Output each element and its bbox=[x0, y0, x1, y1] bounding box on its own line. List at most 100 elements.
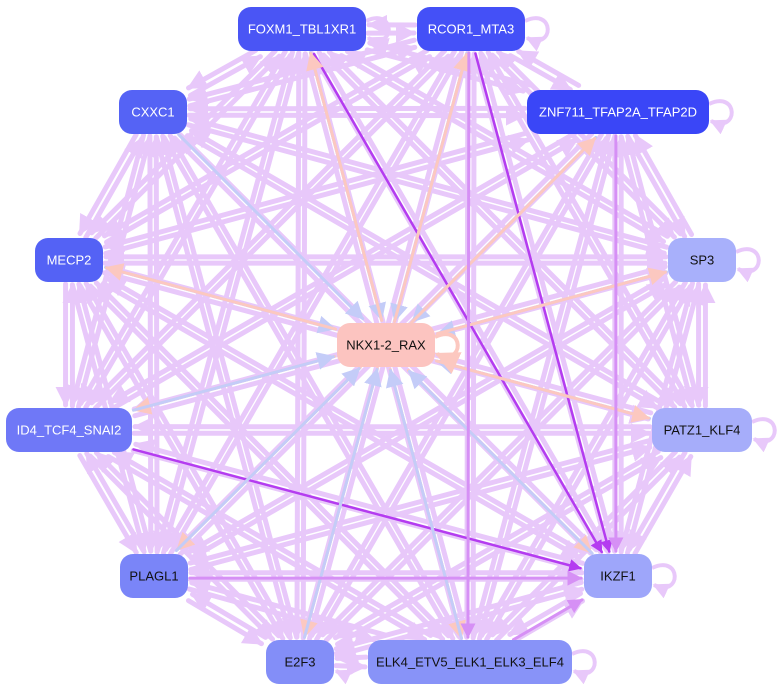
node-box[interactable] bbox=[6, 408, 132, 452]
edge-highlight bbox=[511, 598, 584, 642]
edge-highlight bbox=[410, 136, 597, 324]
node-box[interactable] bbox=[337, 323, 435, 367]
node-foxm1-tbl1xr1[interactable]: FOXM1_TBL1XR1 bbox=[238, 7, 366, 51]
edge-highlight bbox=[177, 133, 365, 321]
edge bbox=[632, 133, 695, 238]
node-label: PLAGL1 bbox=[129, 569, 178, 584]
node-ikzf1[interactable]: IKZF1 bbox=[584, 554, 652, 598]
node-patz1-klf4[interactable]: PATZ1_KLF4 bbox=[652, 408, 752, 452]
nodes: FOXM1_TBL1XR1 RCOR1_MTA3ZNF711_TFAP2A_TFA… bbox=[6, 7, 752, 684]
edge bbox=[632, 453, 694, 556]
node-label: ELK4_ETV5_ELK1_ELK3_ELF4 bbox=[376, 655, 564, 670]
node-label: MECP2 bbox=[47, 253, 92, 268]
edge-highlight bbox=[434, 359, 651, 423]
edge bbox=[484, 283, 693, 642]
self-loop-edge bbox=[751, 417, 777, 453]
node-box[interactable] bbox=[119, 90, 187, 134]
edge bbox=[333, 656, 368, 677]
node-znf711-tfap2a-tfap2d[interactable]: ZNF711_TFAP2A_TFAP2D bbox=[527, 90, 709, 134]
edge bbox=[187, 54, 263, 98]
node-nkx1-2-rax[interactable]: NKX1-2_RAX bbox=[337, 323, 435, 367]
edge bbox=[101, 281, 583, 561]
edge bbox=[334, 647, 369, 668]
edge bbox=[316, 49, 610, 553]
self-loop-edge bbox=[365, 16, 391, 52]
node-box[interactable] bbox=[584, 554, 652, 598]
edge-highlight bbox=[131, 352, 336, 412]
edge bbox=[185, 122, 667, 259]
edge bbox=[188, 281, 669, 561]
edge bbox=[168, 53, 462, 557]
edge bbox=[188, 442, 653, 573]
node-sp3[interactable]: SP3 bbox=[668, 238, 736, 282]
self-loop-edge bbox=[651, 563, 677, 599]
edge-highlight bbox=[174, 367, 361, 553]
edge-highlight bbox=[436, 267, 668, 336]
node-box[interactable] bbox=[35, 238, 103, 282]
node-box[interactable] bbox=[417, 7, 525, 51]
edge bbox=[111, 449, 434, 638]
node-box[interactable] bbox=[652, 408, 752, 452]
edge bbox=[103, 134, 531, 256]
edge-highlight bbox=[104, 263, 338, 331]
node-label: NKX1-2_RAX bbox=[346, 338, 426, 353]
edge bbox=[294, 51, 315, 641]
edge bbox=[103, 54, 433, 245]
edge bbox=[190, 591, 269, 640]
self-loop-edge bbox=[735, 247, 761, 283]
edge bbox=[104, 275, 586, 555]
node-box[interactable] bbox=[238, 7, 366, 51]
self-loop-edge bbox=[333, 649, 359, 685]
node-label: PATZ1_KLF4 bbox=[664, 423, 741, 438]
node-e2f3[interactable]: E2F3 bbox=[266, 640, 334, 684]
edge bbox=[189, 128, 666, 406]
node-box[interactable] bbox=[368, 640, 572, 684]
node-cxxc1[interactable]: CXXC1 bbox=[119, 90, 187, 134]
node-box[interactable] bbox=[120, 554, 188, 598]
node-mecp2[interactable]: MECP2 bbox=[35, 238, 103, 282]
node-box[interactable] bbox=[266, 640, 334, 684]
edge-highlight bbox=[474, 52, 613, 553]
edge bbox=[287, 50, 308, 640]
edge-highlight bbox=[407, 369, 594, 555]
edge bbox=[189, 577, 389, 638]
node-label: CXXC1 bbox=[131, 105, 174, 120]
edge-highlight bbox=[302, 367, 382, 639]
edge bbox=[476, 135, 620, 642]
highlight-edges bbox=[104, 50, 669, 642]
edge bbox=[333, 448, 661, 641]
edge bbox=[161, 52, 304, 556]
self-loop-edge bbox=[708, 99, 734, 135]
edge-highlight bbox=[306, 51, 384, 322]
edge-highlight bbox=[132, 448, 582, 572]
node-box[interactable] bbox=[527, 90, 709, 134]
edge bbox=[516, 48, 582, 88]
edge bbox=[187, 275, 668, 555]
edge bbox=[186, 586, 377, 645]
edge bbox=[157, 133, 300, 640]
edge bbox=[167, 133, 462, 640]
edge bbox=[109, 137, 580, 412]
edge bbox=[475, 50, 618, 554]
node-label: E2F3 bbox=[284, 655, 315, 670]
edge-highlight bbox=[385, 368, 464, 641]
self-loops bbox=[333, 16, 777, 685]
node-label: SP3 bbox=[690, 253, 715, 268]
node-label: IKZF1 bbox=[600, 569, 635, 584]
edge-highlight bbox=[312, 52, 603, 554]
edge bbox=[314, 136, 609, 643]
edge bbox=[187, 42, 418, 109]
node-label: ID4_TCF4_SNAI2 bbox=[17, 423, 122, 438]
node-label: FOXM1_TBL1XR1 bbox=[248, 22, 356, 37]
node-elk4-etv5-elk1-elk3-elf4[interactable]: ELK4_ETV5_ELK1_ELK3_ELF4 bbox=[368, 640, 572, 684]
edge-highlight bbox=[393, 52, 471, 324]
node-id4-tcf4-snai2[interactable]: ID4_TCF4_SNAI2 bbox=[6, 408, 132, 452]
self-loop-edge bbox=[571, 649, 597, 685]
node-rcor1-mta3[interactable]: RCOR1_MTA3 bbox=[417, 7, 525, 51]
node-label: RCOR1_MTA3 bbox=[428, 22, 514, 37]
edge bbox=[83, 135, 145, 240]
node-plagl1[interactable]: PLAGL1 bbox=[120, 554, 188, 598]
node-box[interactable] bbox=[668, 238, 736, 282]
node-label: ZNF711_TFAP2A_TFAP2D bbox=[539, 105, 697, 120]
